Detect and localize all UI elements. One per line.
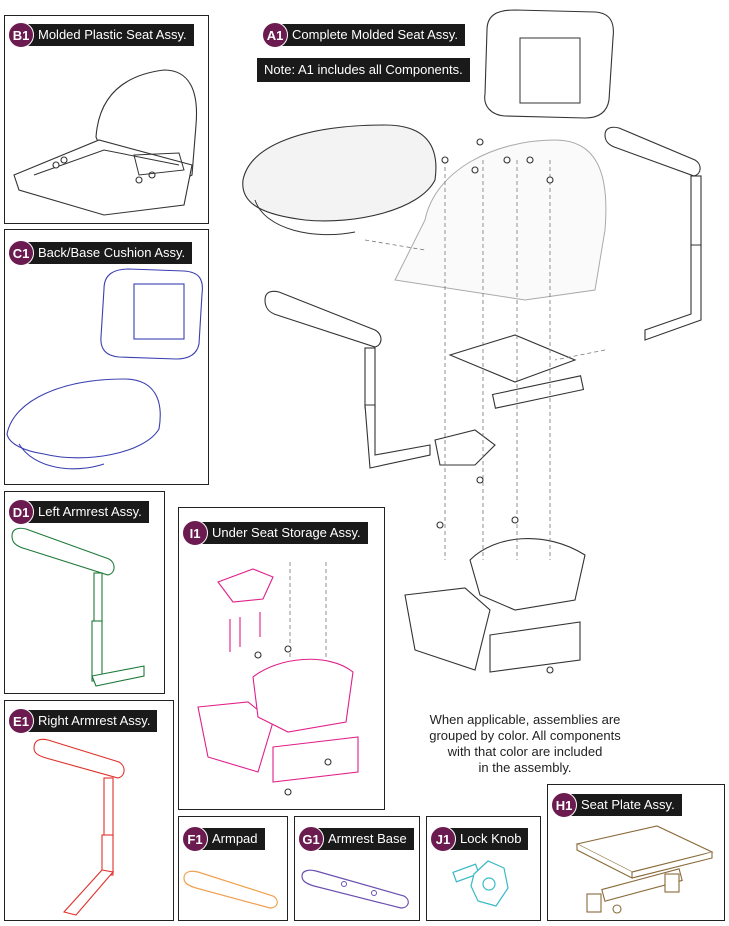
tag-j1: J1 Lock Knob xyxy=(430,826,529,852)
tag-h1: H1 Seat Plate Assy. xyxy=(551,792,682,818)
label-f1: Armpad xyxy=(200,828,265,850)
tag-e1: E1 Right Armrest Assy. xyxy=(8,708,158,734)
badge-b1: B1 xyxy=(8,22,34,48)
badge-d1: D1 xyxy=(8,499,34,525)
j1-lock-knob-drawing xyxy=(452,860,509,907)
badge-f1: F1 xyxy=(182,826,208,852)
tag-i1: I1 Under Seat Storage Assy. xyxy=(182,520,368,546)
legend-line-4: in the assembly. xyxy=(478,760,572,775)
label-h1: Seat Plate Assy. xyxy=(569,794,682,816)
label-d1: Left Armrest Assy. xyxy=(26,501,149,523)
color-legend-note: When applicable, assemblies are grouped … xyxy=(410,712,640,776)
tag-g1: G1 Armrest Base xyxy=(298,826,414,852)
label-j1: Lock Knob xyxy=(448,828,529,850)
panel-d1-left-armrest xyxy=(4,491,165,694)
legend-line-1: When applicable, assemblies are xyxy=(429,712,621,727)
label-c1: Back/Base Cushion Assy. xyxy=(26,242,193,264)
b1-seat-drawing xyxy=(13,69,198,216)
tag-a1: A1 Complete Molded Seat Assy. xyxy=(262,22,465,48)
tag-f1: F1 Armpad xyxy=(182,826,265,852)
badge-c1: C1 xyxy=(8,240,34,266)
e1-armrest-drawing xyxy=(33,738,125,916)
badge-a1: A1 xyxy=(262,22,288,48)
badge-g1: G1 xyxy=(298,826,324,852)
c1-cushion-drawing xyxy=(6,268,203,470)
badge-i1: I1 xyxy=(182,520,208,546)
g1-armrest-base-drawing xyxy=(301,869,409,909)
label-b1: Molded Plastic Seat Assy. xyxy=(26,24,194,46)
badge-j1: J1 xyxy=(430,826,456,852)
tag-c1: C1 Back/Base Cushion Assy. xyxy=(8,240,193,266)
a1-exploded-drawing xyxy=(242,9,702,674)
badge-e1: E1 xyxy=(8,708,34,734)
note-a1-includes: Note: A1 includes all Components. xyxy=(257,58,470,82)
d1-armrest-drawing xyxy=(11,527,145,687)
h1-seat-plate-drawing xyxy=(575,825,714,914)
tag-d1: D1 Left Armrest Assy. xyxy=(8,499,149,525)
label-e1: Right Armrest Assy. xyxy=(26,710,158,732)
tag-b1: B1 Molded Plastic Seat Assy. xyxy=(8,22,194,48)
legend-line-2: grouped by color. All components xyxy=(429,728,621,743)
label-a1: Complete Molded Seat Assy. xyxy=(280,24,465,46)
label-i1: Under Seat Storage Assy. xyxy=(200,522,368,544)
badge-h1: H1 xyxy=(551,792,577,818)
legend-line-3: with that color are included xyxy=(447,744,603,759)
label-g1: Armrest Base xyxy=(316,828,414,850)
i1-storage-drawing xyxy=(197,562,359,796)
f1-armpad-drawing xyxy=(183,870,278,909)
